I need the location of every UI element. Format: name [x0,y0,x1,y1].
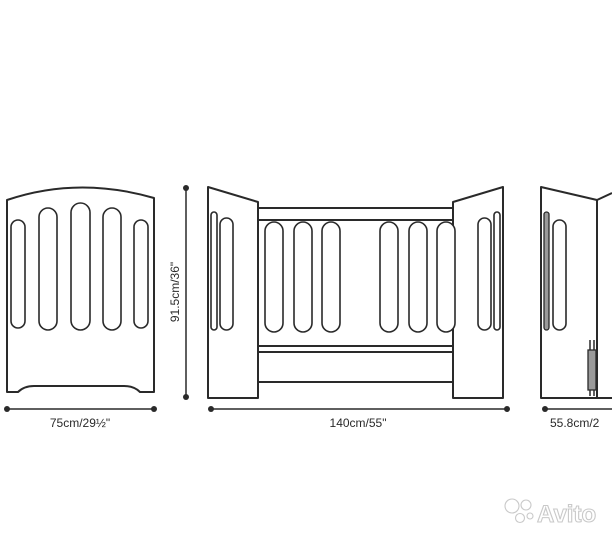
end-post-slot [210,211,218,331]
side-slot [379,221,399,333]
end-panel-slot [10,219,26,329]
height-label: 91.5cm/36" [168,262,182,322]
depth-dimension: 55.8cm/2 [542,406,612,430]
dimension-endpoint [4,406,10,412]
dimension-endpoint [542,406,548,412]
left-end-post [207,186,259,399]
end-panel-outline [6,186,155,393]
side-slot [436,221,456,333]
avito-dots-logo [504,498,534,524]
dimension-endpoint [504,406,510,412]
end-post-slot [493,211,501,331]
width-dimension: 75cm/29½" [4,406,157,430]
side-slot [293,221,313,333]
right-end-post [452,186,504,399]
dimension-endpoint [183,185,189,191]
width-label: 75cm/29½" [50,416,110,430]
folded-slot [552,219,567,331]
folded-crib-view [540,186,612,399]
side-slot [264,221,284,333]
hinge [587,349,597,391]
top-rail [257,207,454,221]
length-label: 140cm/55" [330,416,387,430]
folded-panel-right [596,192,612,399]
folded-slot [543,211,550,331]
depth-label: 55.8cm/2 [550,416,600,430]
crib-side-view [207,186,504,399]
end-panel-view [6,186,155,393]
dimension-endpoint [208,406,214,412]
end-panel-slot [133,219,149,329]
end-post-slot [477,217,492,331]
dimension-endpoint [151,406,157,412]
end-panel-slot [70,202,91,331]
watermark: Avito [504,498,597,529]
end-post-slot [219,217,234,331]
end-panel-slot [102,207,122,331]
side-slot [408,221,428,333]
dimension-endpoint [183,394,189,400]
watermark-text: Avito [537,501,596,528]
height-dimension: 91.5cm/36" [168,185,189,400]
length-dimension: 140cm/55" [208,406,510,430]
end-panel-slot [38,207,58,331]
side-slot [321,221,341,333]
